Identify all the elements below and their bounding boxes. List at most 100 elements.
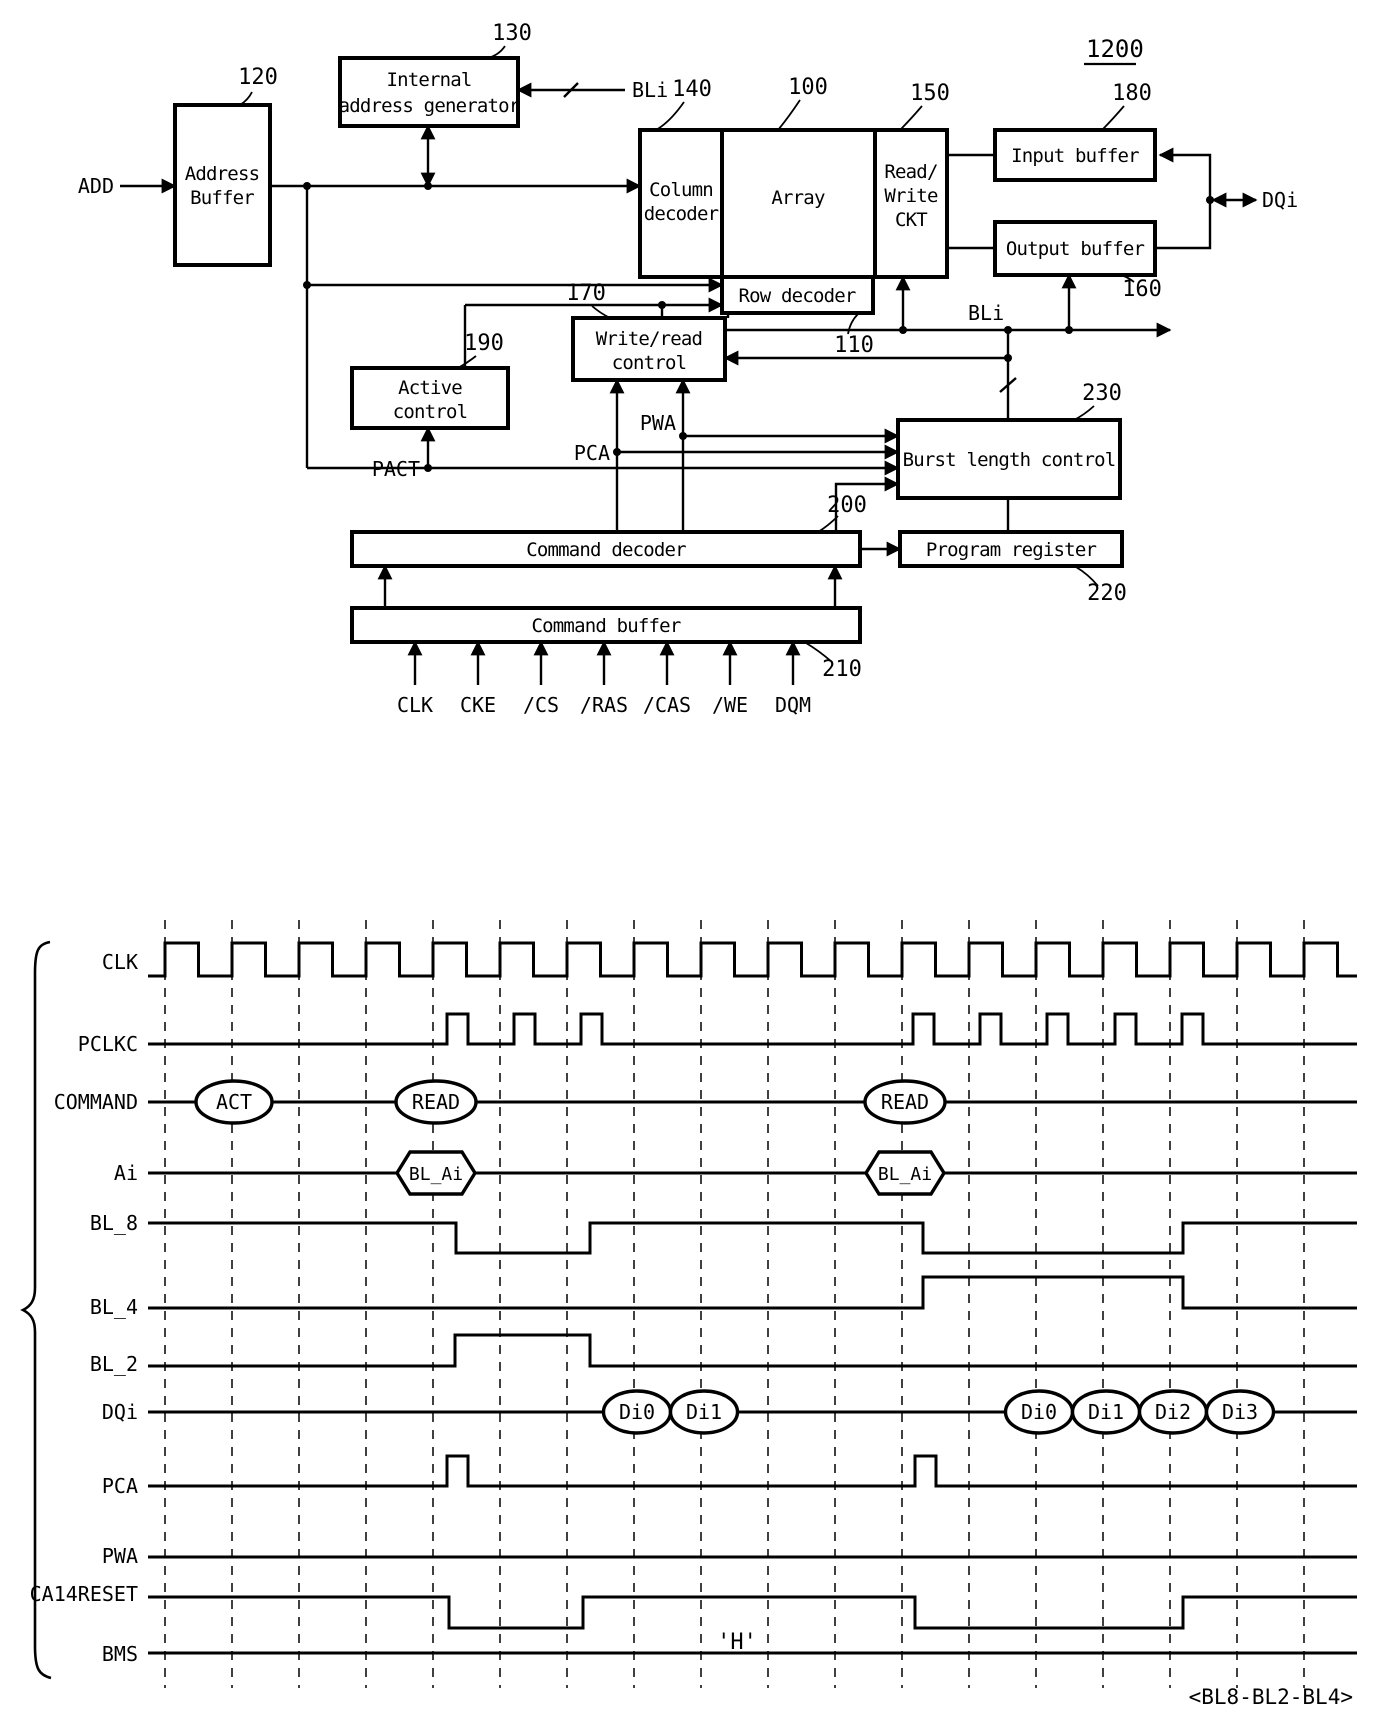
block-diagram: 1200	[78, 21, 1298, 717]
block-command-decoder: Command decoder 200	[350, 493, 867, 568]
command-input-label-CLK: CLK	[397, 693, 433, 717]
active-control-label: Active	[398, 377, 462, 399]
marker-label: ACT	[216, 1090, 252, 1114]
wave-CA14RESET	[148, 1595, 1357, 1630]
block-column-decoder: Column decoder 140	[638, 77, 724, 279]
block-program-register: Program register 220	[898, 530, 1127, 606]
burst-length-control-label: Burst length control	[903, 449, 1116, 471]
left-brace	[20, 940, 52, 1680]
ref-190: 190	[464, 331, 504, 356]
marker-label: READ	[881, 1090, 929, 1114]
wave-BL_4	[148, 1275, 1357, 1310]
timing-labels: CLKPCLKCCOMMANDAiBL_8BL_4BL_2DQiPCAPWACA…	[30, 950, 138, 1666]
svg-text:CKT: CKT	[895, 209, 927, 231]
marker-label: Di0	[1021, 1400, 1057, 1424]
caption: <BL8-BL2-BL4>	[1189, 1685, 1353, 1709]
command-input-label-/WE: /WE	[712, 693, 748, 717]
junction-dot	[303, 281, 311, 289]
block-row-decoder: Row decoder 110	[720, 275, 875, 358]
signal-label-BL_8: BL_8	[90, 1211, 138, 1235]
ref-200: 200	[827, 493, 867, 518]
svg-text:address generator: address generator	[339, 95, 520, 117]
marker-READ	[863, 1079, 947, 1125]
write-read-control-label: Write/read	[596, 328, 702, 350]
decoder-to-blc	[834, 476, 900, 532]
dqi-label: DQi	[1262, 188, 1298, 212]
program-register-label: Program register	[926, 539, 1097, 561]
junction-dot	[1004, 326, 1012, 334]
junction-dot	[658, 301, 666, 309]
array-label: Array	[771, 187, 825, 209]
wave-PCA	[148, 1454, 1357, 1488]
junction-dot	[679, 432, 687, 440]
bus-slash-mid	[999, 377, 1017, 393]
marker-label: READ	[412, 1090, 460, 1114]
ref-100: 100	[788, 75, 828, 100]
iag-label: Internal	[386, 69, 471, 91]
svg-text:control: control	[612, 352, 686, 374]
command-input-label-CKE: CKE	[460, 693, 496, 717]
junction-dot	[1004, 354, 1012, 362]
signal-label-PCLKC: PCLKC	[78, 1032, 138, 1056]
ref-130: 130	[492, 21, 532, 46]
marker-label: BL_Ai	[409, 1164, 463, 1185]
block-output-buffer: Output buffer 160	[993, 220, 1162, 302]
junction-dot	[424, 464, 432, 472]
command-input-label-DQM: DQM	[775, 693, 811, 717]
block-read-write-ckt: Read/ Write CKT 150	[873, 81, 950, 279]
signal-label-BMS: BMS	[102, 1642, 138, 1666]
block-address-buffer: Address Buffer 120	[173, 65, 278, 267]
pwa-label: PWA	[640, 411, 676, 435]
marker-Di3	[1204, 1389, 1276, 1435]
svg-text:decoder: decoder	[644, 203, 719, 225]
block-command-buffer: Command buffer 210	[350, 606, 862, 682]
marker-label: Di1	[686, 1400, 722, 1424]
signal-label-BL_4: BL_4	[90, 1295, 138, 1319]
signal-label-CLK: CLK	[102, 950, 138, 974]
bli-mid-label: BLi	[968, 301, 1004, 325]
ref-160: 160	[1122, 277, 1162, 302]
ref-230: 230	[1082, 381, 1122, 406]
junction-dot	[1065, 326, 1073, 334]
ref-120: 120	[238, 65, 278, 90]
svg-text:Write: Write	[884, 185, 938, 207]
block-internal-address-generator: Internal address generator 130	[338, 21, 532, 128]
block-array: Array 100	[720, 75, 877, 279]
marker-ACT	[194, 1079, 274, 1125]
column-decoder-label: Column	[649, 179, 713, 201]
input-buffer-label: Input buffer	[1011, 145, 1139, 167]
marker-BL_Ai	[395, 1150, 477, 1196]
block-input-buffer: Input buffer 180	[993, 81, 1157, 182]
junction-dot	[613, 448, 621, 456]
marker-label: Di3	[1222, 1400, 1258, 1424]
command-input-label-/RAS: /RAS	[580, 693, 628, 717]
ref-210: 210	[822, 657, 862, 682]
block-active-control: Active control 190	[350, 331, 510, 430]
marker-label: Di2	[1155, 1400, 1191, 1424]
address-buffer-label: Address	[185, 163, 259, 185]
bli-top-label: BLi	[632, 78, 668, 102]
marker-label: BL_Ai	[878, 1164, 932, 1185]
pca-label: PCA	[574, 441, 610, 465]
marker-label: Di0	[619, 1400, 655, 1424]
command-input-label-/CAS: /CAS	[643, 693, 691, 717]
bus-slash-top	[563, 82, 579, 98]
signal-label-PCA: PCA	[102, 1474, 138, 1498]
add-label: ADD	[78, 174, 114, 198]
block-burst-length-control: Burst length control 230	[896, 381, 1122, 500]
junction-dot	[424, 182, 432, 190]
ref-170: 170	[566, 281, 606, 306]
wires	[120, 82, 1258, 608]
signal-label-PWA: PWA	[102, 1544, 138, 1568]
block-write-read-control: Write/read control 170	[566, 281, 727, 382]
svg-text:control: control	[393, 401, 467, 423]
output-buffer-label: Output buffer	[1006, 238, 1145, 260]
ref-140: 140	[672, 77, 712, 102]
rw-ckt-label: Read/	[884, 161, 938, 183]
pact-label: PACT	[372, 457, 420, 481]
